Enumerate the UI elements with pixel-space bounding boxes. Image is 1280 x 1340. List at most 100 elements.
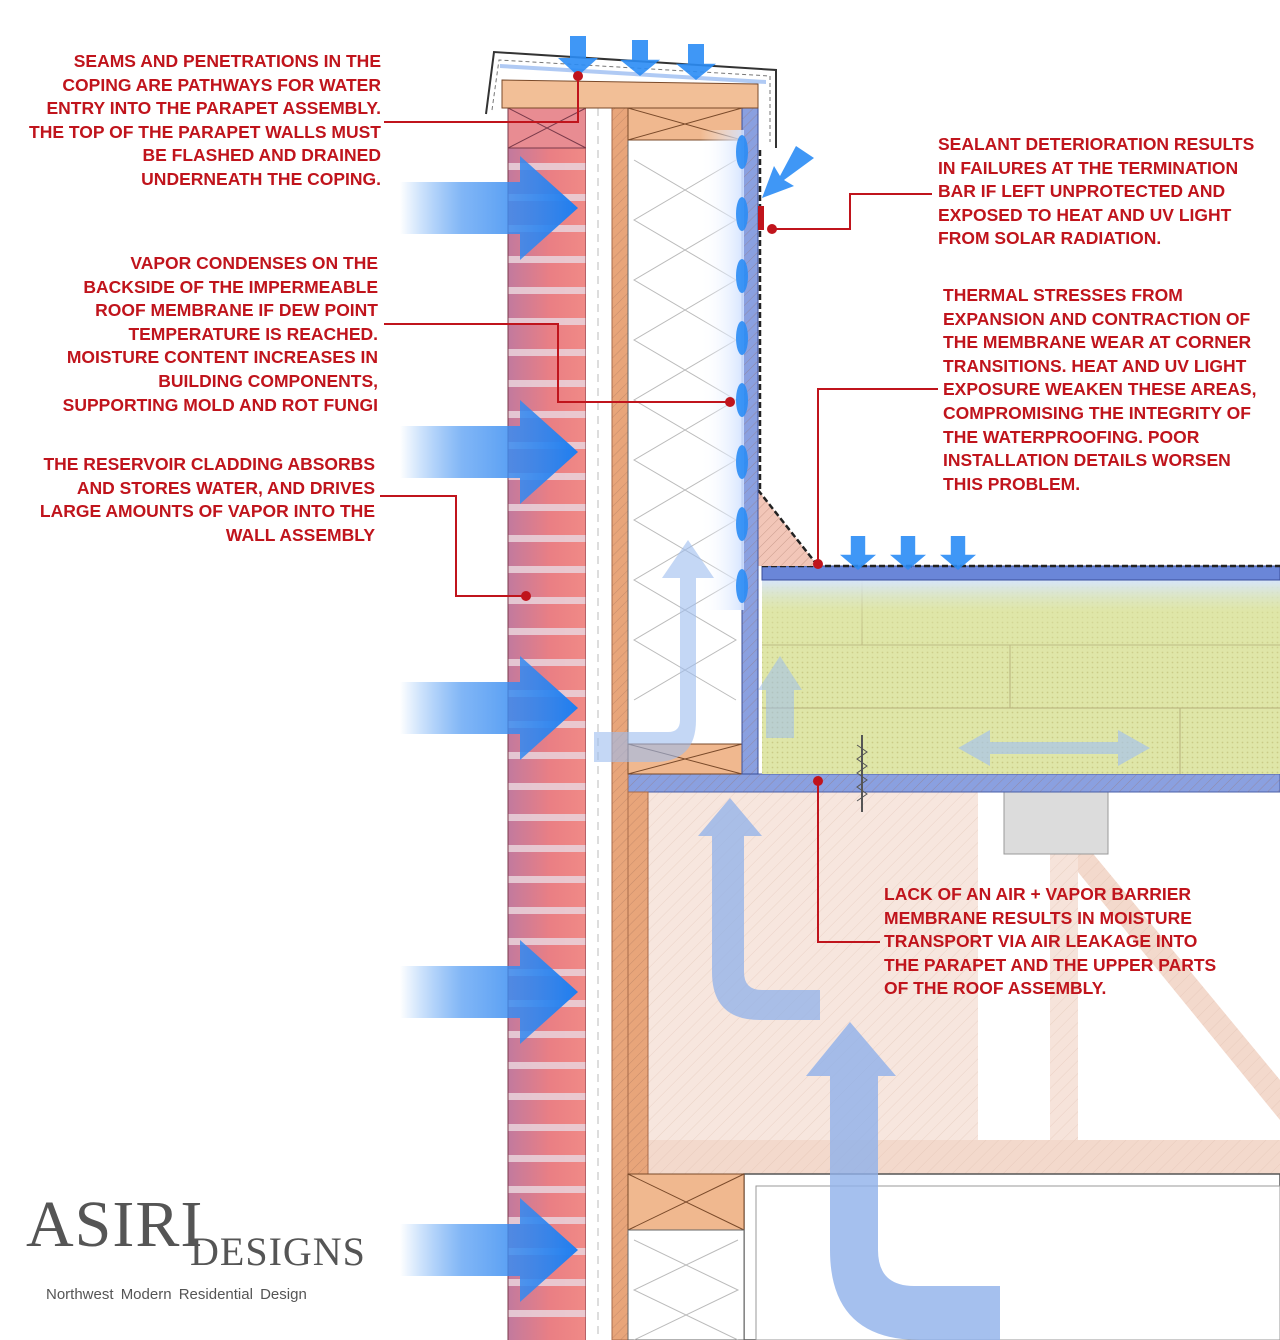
- parapet-wall: [485, 50, 777, 1340]
- dot-sealant: [767, 224, 777, 234]
- annotation-line: SEAMS AND PENETRATIONS IN THE: [73, 51, 381, 71]
- condensation-drop: [736, 383, 748, 417]
- condensation-droplets: [736, 135, 748, 603]
- condensation-drop: [736, 135, 748, 169]
- annotation-line: MOISTURE CONTENT INCREASES IN: [66, 347, 378, 368]
- annotation-line: THE RESERVOIR CLADDING ABSORBS: [43, 454, 375, 474]
- rain-arrows: [400, 36, 976, 1302]
- mortar-joint: [508, 349, 586, 356]
- annotation-line: ROOF MEMBRANE IF DEW POINT: [95, 300, 378, 321]
- rain-drop-arrow: [620, 40, 660, 76]
- annotation-line: THIS PROBLEM.: [943, 473, 1081, 494]
- mortar-joint: [508, 1279, 586, 1286]
- mortar-joint: [508, 1031, 586, 1038]
- mortar-joint: [508, 907, 586, 914]
- air-arrow-ceiling: [698, 798, 820, 1020]
- annotation-line: TRANSITIONS. HEAT AND UV LIGHT: [943, 355, 1247, 376]
- thermal-movement-arrow: [958, 730, 1150, 766]
- annotation-line: THE TOP OF THE PARAPET WALLS MUST: [29, 121, 381, 142]
- callout-dots: [521, 71, 823, 786]
- rain-drop-arrow: [940, 536, 976, 570]
- rain-drop-arrow: [840, 536, 876, 570]
- logo-sub: DESIGNS: [190, 1229, 366, 1274]
- mortar-joint: [508, 752, 586, 759]
- condensation-drop: [736, 259, 748, 293]
- annotation-line: VAPOR CONDENSES ON THE: [130, 253, 378, 273]
- annotation-line: THE PARAPET AND THE UPPER PARTS: [884, 954, 1217, 975]
- air-leakage-arrows: [594, 540, 1150, 1340]
- annotation-line: LARGE AMOUNTS OF VAPOR INTO THE: [39, 501, 375, 522]
- dot-airleak: [813, 776, 823, 786]
- annotation-reservoir: THE RESERVOIR CLADDING ABSORBS AND STORES…: [40, 453, 375, 547]
- rain-arrow: [400, 940, 578, 1044]
- annotation-line: SEALANT DETERIORATION RESULTS: [938, 134, 1255, 154]
- brick-cap-x: [507, 107, 587, 149]
- mortar-joint: [508, 597, 586, 604]
- annotation-line: OF THE ROOF ASSEMBLY.: [884, 978, 1107, 999]
- mortar-joint: [508, 659, 586, 666]
- annotation-line: UNDERNEATH THE COPING.: [141, 168, 381, 189]
- annotation-vapor: VAPOR CONDENSES ON THE BACKSIDE OF THE IM…: [63, 252, 378, 417]
- mortar-joint: [508, 783, 586, 790]
- dot-reservoir: [521, 591, 531, 601]
- mortar-joint: [508, 318, 586, 325]
- mortar-joint: [508, 1310, 586, 1317]
- air-arrow-room: [806, 1022, 1000, 1340]
- leader-airleak: [817, 781, 880, 943]
- mortar-joint: [508, 814, 586, 821]
- mortar-joint: [508, 938, 586, 945]
- mortar-joint: [508, 1093, 586, 1100]
- mortar-joint: [508, 380, 586, 387]
- annotation-line: TEMPERATURE IS REACHED.: [128, 323, 378, 344]
- dot-vapor: [725, 397, 735, 407]
- annotation-line: TRANSPORT VIA AIR LEAKAGE INTO: [884, 931, 1198, 952]
- rain-arrow: [400, 1198, 578, 1302]
- rain-arrow: [400, 656, 578, 760]
- condensation-drop: [736, 445, 748, 479]
- mortar-joint: [508, 504, 586, 511]
- annotation-line: EXPOSURE WEAKEN THESE AREAS,: [943, 379, 1257, 400]
- annotation-line: BE FLASHED AND DRAINED: [142, 145, 381, 166]
- logo-name: ASIRI: [26, 1188, 204, 1261]
- batt-insulation: [633, 1239, 740, 1340]
- annotation-line: THE WATERPROOFING. POOR: [943, 426, 1200, 447]
- ceiling-cavity: [648, 790, 1280, 1340]
- air-arrow-insulation: [758, 656, 802, 738]
- annotation-line: IN FAILURES AT THE TERMINATION: [938, 157, 1239, 178]
- mortar-joint: [508, 1062, 586, 1069]
- annotation-line: FROM SOLAR RADIATION.: [938, 228, 1162, 249]
- dot-coping: [573, 71, 583, 81]
- leader-sealant: [772, 193, 932, 230]
- annotation-line: WALL ASSEMBLY: [225, 524, 375, 545]
- mortar-joint: [508, 845, 586, 852]
- annotation-line: SUPPORTING MOLD AND ROT FUNGI: [62, 394, 378, 415]
- rain-drop-arrow: [676, 44, 716, 80]
- logo-tagline: Northwest Modern Residential Design: [46, 1286, 307, 1303]
- annotation-line: COMPROMISING THE INTEGRITY OF: [943, 402, 1251, 423]
- rain-arrow: [400, 156, 578, 260]
- annotation-line: AND STORES WATER, AND DRIVES: [76, 477, 375, 498]
- mortar-joint: [508, 628, 586, 635]
- air-arrow-parapet: [594, 540, 714, 762]
- leader-reservoir: [380, 495, 526, 597]
- dot-thermal: [813, 559, 823, 569]
- annotation-line: MEMBRANE RESULTS IN MOISTURE: [884, 907, 1192, 928]
- mortar-joint: [508, 535, 586, 542]
- annotation-line: BACKSIDE OF THE IMPERMEABLE: [83, 276, 378, 297]
- mortar-joint: [508, 256, 586, 263]
- condensation-drop: [736, 569, 748, 603]
- mortar-joint: [508, 566, 586, 573]
- batt-insulation: [632, 1239, 739, 1340]
- annotation-line: EXPOSED TO HEAT AND UV LIGHT: [938, 204, 1232, 225]
- mortar-joint: [508, 411, 586, 418]
- condensation-drop: [736, 507, 748, 541]
- annotation-line: THERMAL STRESSES FROM: [943, 285, 1183, 305]
- rain-drop-arrow: [762, 146, 814, 198]
- annotation-line: BUILDING COMPONENTS,: [158, 370, 378, 391]
- leader-thermal: [817, 388, 938, 564]
- annotation-line: BAR IF LEFT UNPROTECTED AND: [938, 181, 1226, 202]
- mortar-joint: [508, 876, 586, 883]
- rain-arrow: [400, 400, 578, 504]
